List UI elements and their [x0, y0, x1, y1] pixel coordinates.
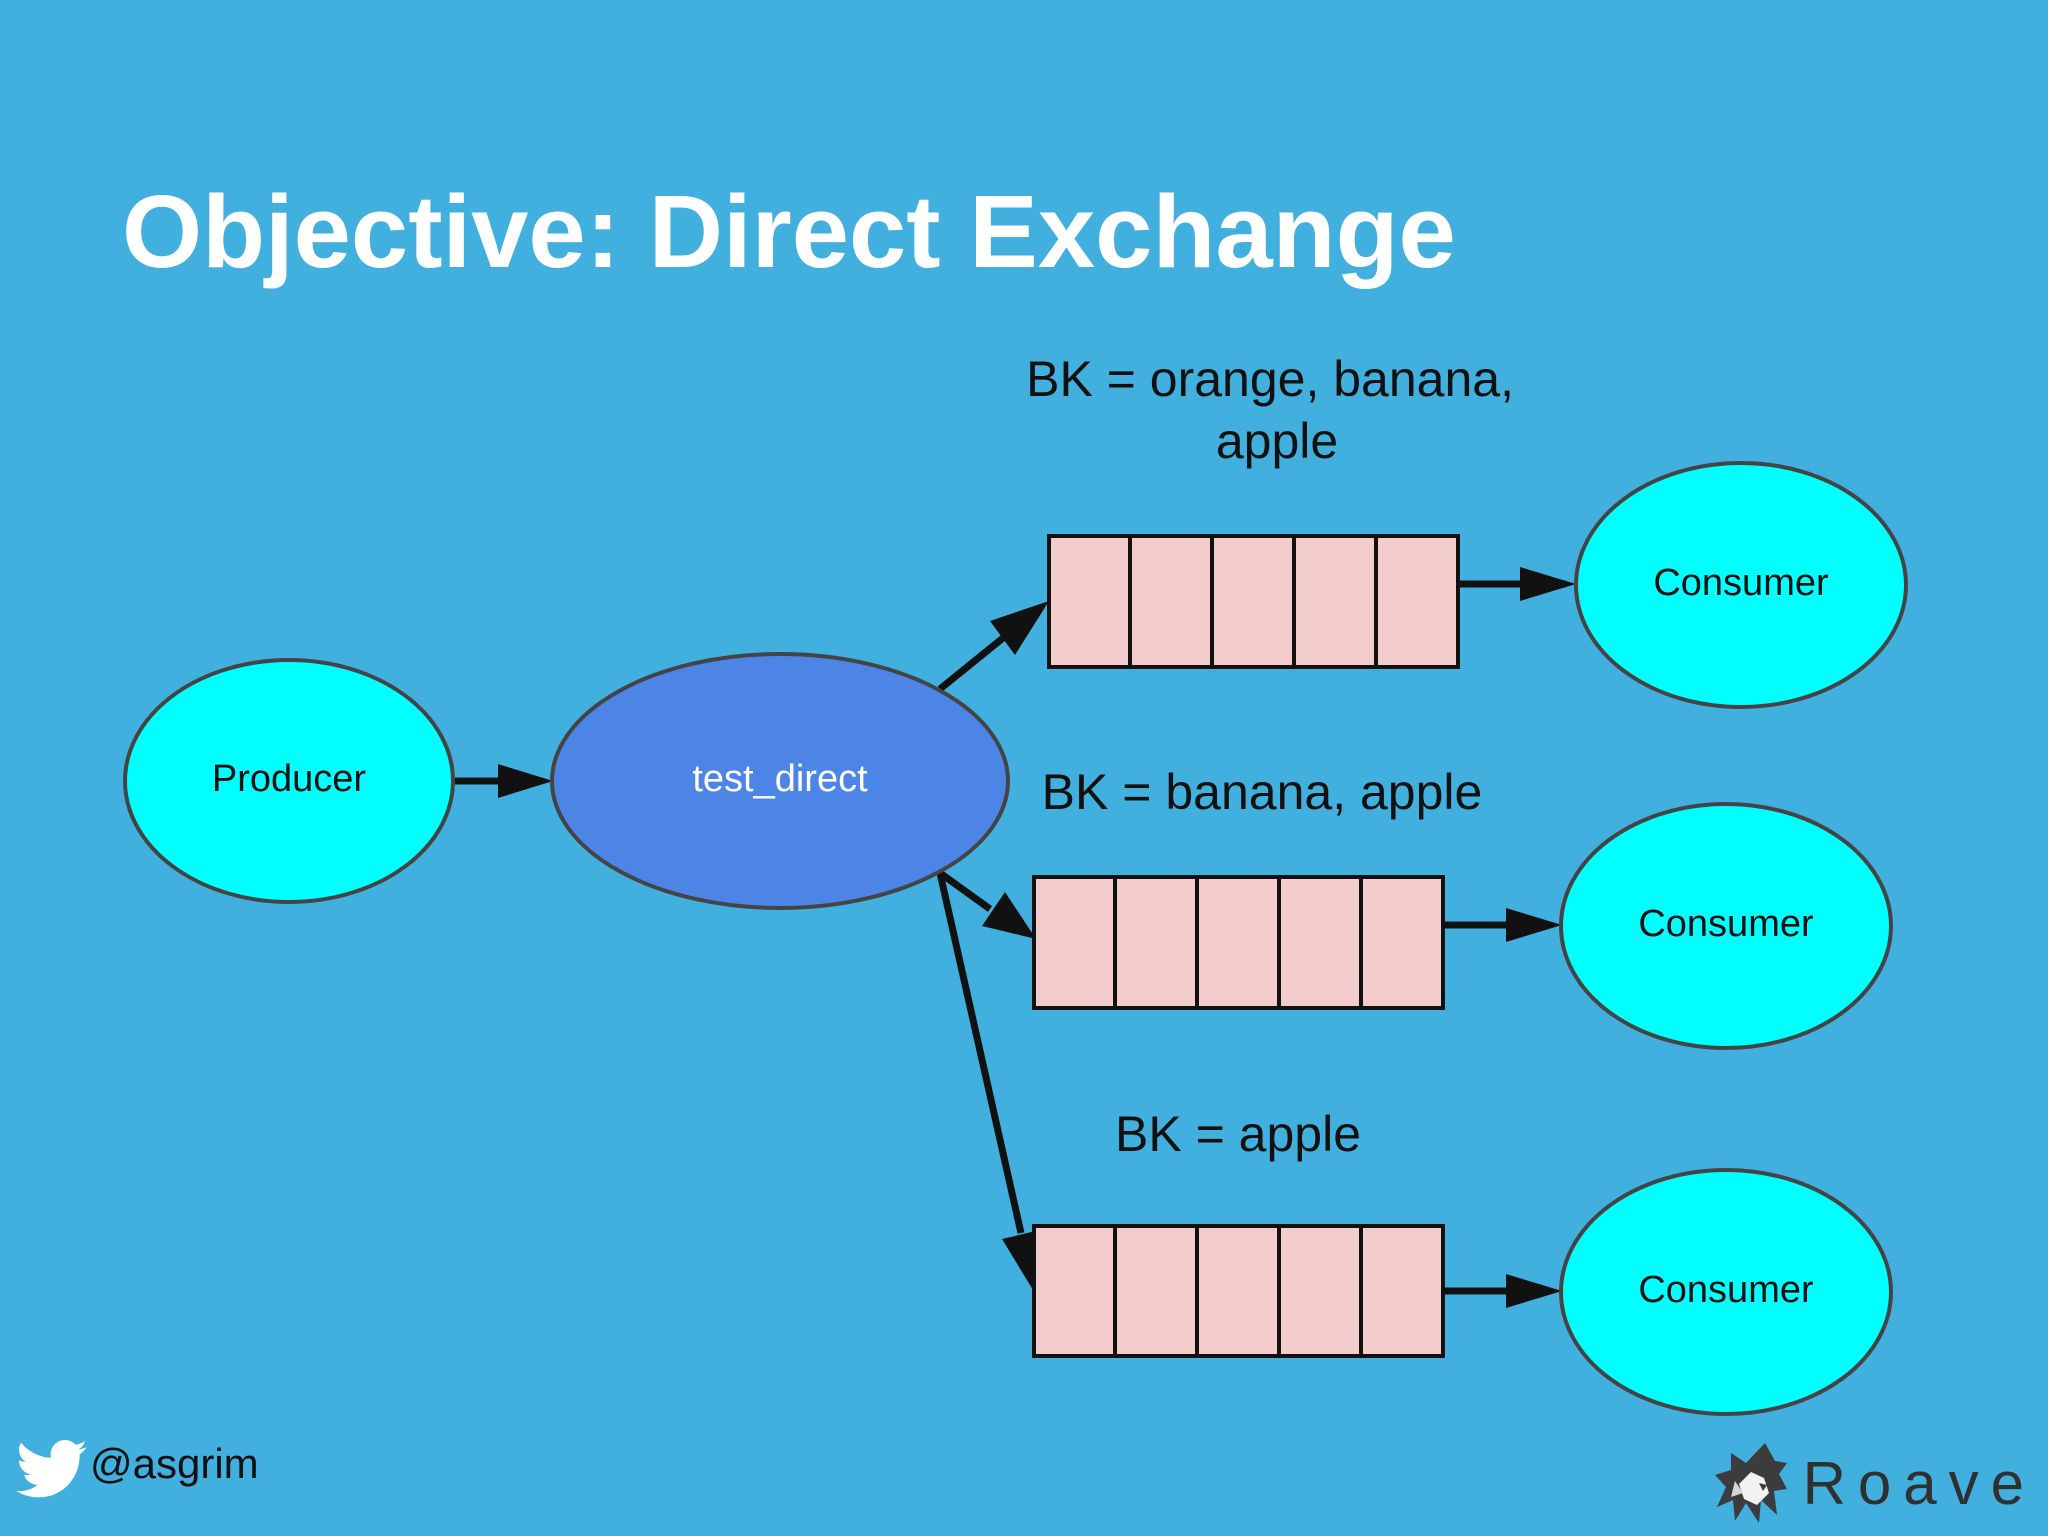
producer-node: Producer — [123, 658, 455, 904]
binding-key-label: BK = banana, apple — [1042, 764, 1483, 820]
queue-slot — [1374, 534, 1460, 669]
consumer-label: Consumer — [1653, 562, 1829, 604]
consumer-ellipse — [1574, 461, 1908, 709]
queue-slot — [1277, 1224, 1363, 1358]
queue-3 — [1032, 1224, 1445, 1358]
exchange-to-queue-2-arrowhead — [982, 892, 1036, 939]
binding-2: BK = banana, apple Consumer — [1032, 764, 1893, 1050]
producer-label: Producer — [212, 758, 367, 800]
exchange-label: test_direct — [692, 758, 868, 800]
binding-key-label: BK = apple — [1115, 1106, 1361, 1162]
producer-to-exchange-arrowhead — [498, 764, 553, 798]
consumer-2: Consumer — [1559, 802, 1893, 1050]
queue-slot — [1359, 1224, 1445, 1358]
queue-1 — [1047, 534, 1460, 669]
binding-key-line: BK = orange, banana, — [1026, 351, 1514, 407]
twitter-handle: @asgrim — [90, 1440, 259, 1487]
slide-title: Objective: Direct Exchange — [122, 174, 1456, 289]
queue-slot — [1292, 534, 1378, 669]
exchange-ellipse — [550, 652, 1010, 910]
queue-3-to-consumer-arrowhead — [1506, 1274, 1562, 1308]
queue-2-to-consumer-arrowhead — [1506, 908, 1562, 942]
queue-slot — [1359, 875, 1445, 1010]
consumer-label: Consumer — [1638, 903, 1814, 945]
producer-ellipse — [123, 658, 455, 904]
queue-slot — [1032, 875, 1117, 1010]
exchange-to-queue-3-arrow-line — [936, 872, 1025, 1234]
queue-2 — [1032, 875, 1445, 1010]
queue-slot — [1047, 534, 1132, 669]
roave-wordmark: Roave — [1802, 1450, 2036, 1517]
binding-3: BK = apple Consumer — [1032, 1106, 1893, 1416]
queue-slot — [1032, 1224, 1117, 1358]
exchange-to-queue-1-arrowhead — [990, 601, 1049, 655]
binding-key-line: BK = apple — [1115, 1106, 1361, 1162]
exchange-to-queue-1-arrow-line — [937, 635, 1006, 692]
queue-slot — [1195, 875, 1281, 1010]
consumer-1: Consumer — [1574, 461, 1908, 709]
roave-dog-logo-icon — [1714, 1443, 1787, 1523]
queue-slot — [1128, 534, 1214, 669]
exchange-node: test_direct — [550, 652, 1010, 910]
exchange-to-queue-3-arrowhead — [1002, 1230, 1040, 1290]
consumer-label: Consumer — [1638, 1269, 1814, 1311]
consumer-ellipse — [1559, 802, 1893, 1050]
binding-key-line: BK = banana, apple — [1042, 764, 1483, 820]
consumer-ellipse — [1559, 1168, 1893, 1416]
binding-1: BK = orange, banana, apple Consumer — [1026, 351, 1908, 709]
queue-slot — [1113, 1224, 1199, 1358]
exchange-to-queue-2-arrow-line — [937, 870, 993, 912]
roave-brand: Roave — [1707, 1443, 2036, 1524]
queue-slot — [1210, 534, 1296, 669]
binding-key-line: apple — [1216, 413, 1338, 469]
queue-slot — [1113, 875, 1199, 1010]
queue-slot — [1195, 1224, 1281, 1358]
consumer-3: Consumer — [1559, 1168, 1893, 1416]
binding-key-label: BK = orange, banana, apple — [1026, 351, 1528, 469]
twitter-bird-icon — [16, 1440, 88, 1498]
queue-1-to-consumer-arrowhead — [1520, 567, 1576, 601]
queue-slot — [1277, 875, 1363, 1010]
edges — [455, 567, 1576, 1308]
